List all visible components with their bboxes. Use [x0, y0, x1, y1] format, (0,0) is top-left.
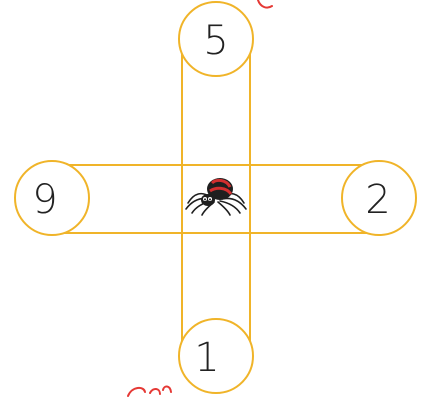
- spider-icon: [186, 178, 246, 215]
- number-right: 2: [365, 177, 390, 223]
- number-bottom: 1: [194, 335, 219, 381]
- red-scribble-bottom: [128, 386, 171, 396]
- number-left: 9: [32, 177, 57, 223]
- red-scribble-top: [258, 0, 272, 8]
- number-top: 5: [203, 18, 228, 64]
